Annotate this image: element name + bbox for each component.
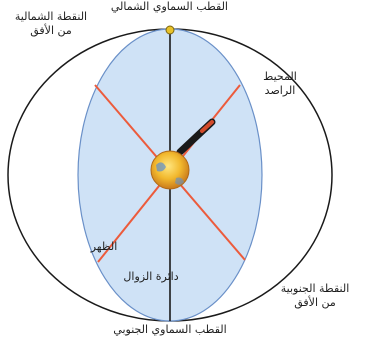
telescope-icon [176,118,216,156]
observer-label-line2: الراصد [264,84,296,97]
south-horizon-label-line2: من الأفق [294,296,336,309]
south-pole-label: القطب السماوي الجنوبي [113,323,227,336]
north-horizon-label-line2: من الأفق [30,24,72,37]
observer-label-line1: المحيط [263,70,297,83]
south-horizon-label-line1: النقطة الجنوبية [280,282,350,295]
earth-icon [150,150,190,190]
earth-ocean-detail [156,162,166,172]
earth-ocean-detail-2 [175,177,184,185]
north-pole-dot [165,25,175,35]
north-horizon-label-line1: النقطة الشمالية [14,10,88,23]
north-pole-label: القطب السماوي الشمالي [110,0,228,13]
meridian-left-label: الظهر [90,240,118,253]
meridian-center-label: دائرة الزوال [123,270,179,283]
